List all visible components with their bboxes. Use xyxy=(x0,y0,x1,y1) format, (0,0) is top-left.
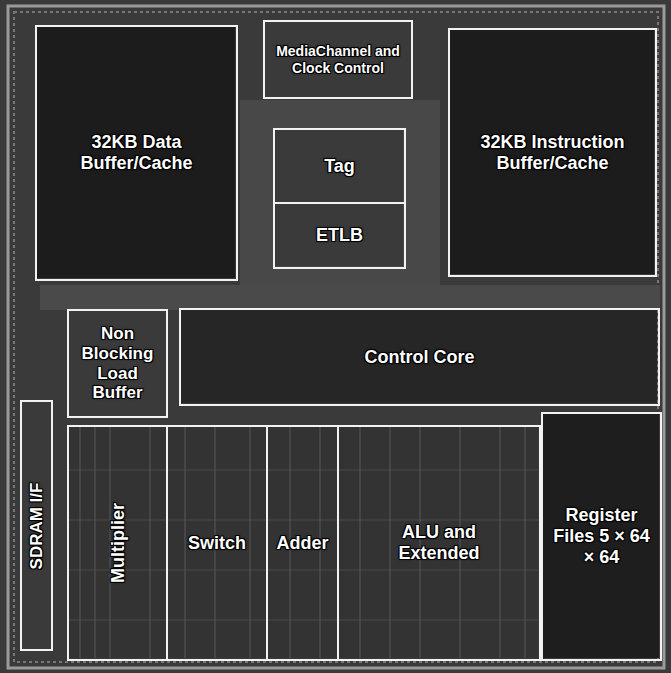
die-edge xyxy=(8,6,664,668)
tlb-block: ETLB xyxy=(273,202,406,269)
text-stack: 32KB Data Buffer/Cache xyxy=(62,132,212,173)
block-label: Switch xyxy=(188,533,246,554)
block-label: 32KB Data Buffer/Cache xyxy=(62,132,212,173)
block-label: 32KB Instruction Buffer/Cache xyxy=(478,132,628,173)
block-label: Adder xyxy=(276,533,328,554)
multiplier-block: Multiplier xyxy=(67,425,168,661)
logic-area xyxy=(181,310,657,403)
cache-block: 32KB Data Buffer/Cache xyxy=(35,25,238,281)
text-stack: 32KB Instruction Buffer/Cache xyxy=(478,132,628,173)
block-label: Tag xyxy=(324,156,355,177)
text-stack: Control Core xyxy=(365,347,475,368)
text-stack: SDRAM I/F xyxy=(27,482,47,569)
block-label: Control Core xyxy=(365,347,475,368)
register-block: Register Files 5 × 64 × 64 xyxy=(541,412,662,661)
text-stack: Register Files 5 × 64 × 64 xyxy=(546,505,658,567)
text-stack: ETLB xyxy=(316,225,363,246)
sram-array xyxy=(37,27,235,278)
cache-block: 32KB Instruction Buffer/Cache xyxy=(448,28,657,277)
text-stack: ALU and Extended xyxy=(369,522,509,563)
datapath-stripes xyxy=(80,427,525,658)
control-block: Control Core xyxy=(179,308,660,406)
text-stack: MediaChannel and Clock Control xyxy=(265,43,411,75)
interface-block: SDRAM I/F xyxy=(20,400,53,651)
block-label: Register Files 5 × 64 × 64 xyxy=(546,505,658,567)
text-stack: Adder xyxy=(276,533,328,554)
block-label: ETLB xyxy=(316,225,363,246)
alu-block: ALU and Extended xyxy=(337,425,541,661)
adder-block: Adder xyxy=(266,425,339,661)
sram-array xyxy=(450,30,654,274)
block-label: Multiplier xyxy=(107,503,128,583)
text-stack: Switch xyxy=(188,533,246,554)
tag-block: Tag xyxy=(273,128,406,204)
horizontal-wires xyxy=(69,470,538,620)
wiring-area xyxy=(240,100,440,300)
text-stack: Non Blocking Load Buffer xyxy=(70,324,165,402)
text-stack: Tag xyxy=(324,156,355,177)
block-label: MediaChannel and Clock Control xyxy=(265,43,411,75)
block-label: ALU and Extended xyxy=(369,522,509,563)
text-stack: Multiplier xyxy=(107,503,128,583)
register-array xyxy=(543,414,659,658)
block-label: SDRAM I/F xyxy=(27,482,47,569)
switch-block: Switch xyxy=(166,425,268,661)
block-label: Non Blocking Load Buffer xyxy=(70,324,165,402)
datapath-area xyxy=(69,427,538,658)
wiring-area xyxy=(40,285,660,310)
pad-ring xyxy=(14,12,658,662)
buffer-block: Non Blocking Load Buffer xyxy=(67,309,168,418)
control-block: MediaChannel and Clock Control xyxy=(263,20,413,99)
